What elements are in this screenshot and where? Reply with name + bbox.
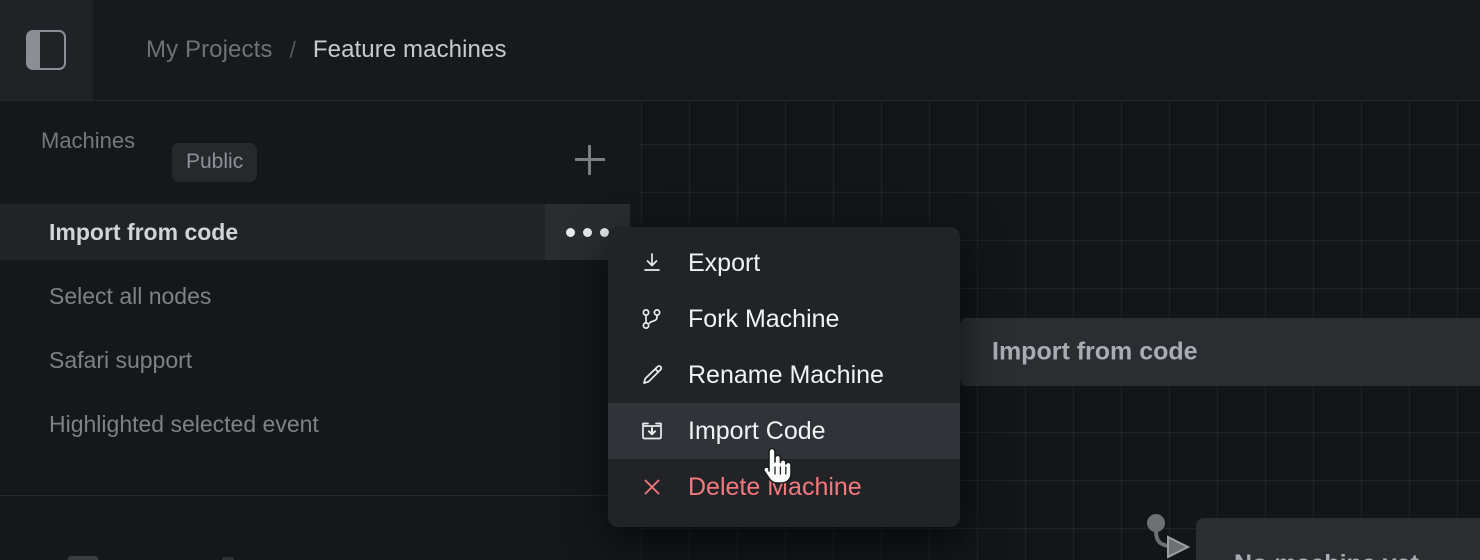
menu-item-import-code[interactable]: Import Code: [608, 403, 960, 459]
sidebar-panel-icon[interactable]: [26, 30, 66, 70]
machine-label: Highlighted selected event: [49, 410, 319, 437]
menu-item-rename-machine[interactable]: Rename Machine: [608, 347, 960, 403]
download-icon: [638, 249, 666, 277]
sidebar-item-select-all-nodes[interactable]: Select all nodes: [0, 268, 630, 324]
sidebar-header: Machines: [0, 101, 640, 180]
canvas-node-empty-title: No machine yet: [1234, 550, 1419, 560]
menu-item-label: Rename Machine: [688, 360, 884, 389]
transition-arrow-icon: [1147, 514, 1191, 559]
topbar-divider: [0, 100, 1480, 101]
sidebar-item-highlighted-selected-event[interactable]: Highlighted selected event: [0, 396, 630, 452]
menu-item-label: Delete Machine: [688, 472, 862, 501]
sidebar-footer-item-b[interactable]: [222, 557, 234, 560]
breadcrumb-current[interactable]: Feature machines: [312, 36, 507, 63]
top-bar: My Projects / Feature machines: [0, 0, 1480, 101]
sidebar-item-import-from-code[interactable]: Import from code: [0, 204, 630, 260]
sidebar-title: Machines: [41, 128, 136, 153]
sidebar-footer-item-a[interactable]: [68, 556, 98, 560]
sidebar-item-safari-support[interactable]: Safari support: [0, 332, 630, 388]
machine-label: Import from code: [49, 218, 239, 245]
machine-label: Select all nodes: [49, 282, 212, 309]
close-x-icon: [638, 473, 666, 501]
machine-context-menu: Export Fork Machine Rename Machine: [608, 227, 960, 527]
menu-item-label: Import Code: [688, 416, 826, 445]
menu-item-label: Fork Machine: [688, 304, 840, 333]
canvas-node-empty[interactable]: No machine yet: [1196, 518, 1480, 560]
visibility-badge[interactable]: Public: [172, 143, 258, 182]
machine-label: Safari support: [49, 346, 193, 373]
canvas-node[interactable]: Import from code: [960, 318, 1480, 386]
menu-item-delete-machine[interactable]: Delete Machine: [608, 459, 960, 515]
menu-item-label: Export: [688, 248, 761, 277]
machines-sidebar: Machines Import from code Select all nod…: [0, 101, 640, 560]
breadcrumb: My Projects / Feature machines: [146, 36, 507, 64]
sidebar-divider: [0, 495, 640, 496]
breadcrumb-root[interactable]: My Projects: [146, 36, 273, 63]
git-fork-icon: [638, 305, 666, 333]
pencil-icon: [638, 361, 666, 389]
plus-icon[interactable]: [572, 142, 608, 178]
menu-item-fork-machine[interactable]: Fork Machine: [608, 291, 960, 347]
left-rail: [0, 0, 93, 101]
breadcrumb-separator: /: [289, 36, 296, 63]
canvas-node-title: Import from code: [992, 337, 1198, 366]
import-box-icon: [638, 417, 666, 445]
menu-item-export[interactable]: Export: [608, 235, 960, 291]
